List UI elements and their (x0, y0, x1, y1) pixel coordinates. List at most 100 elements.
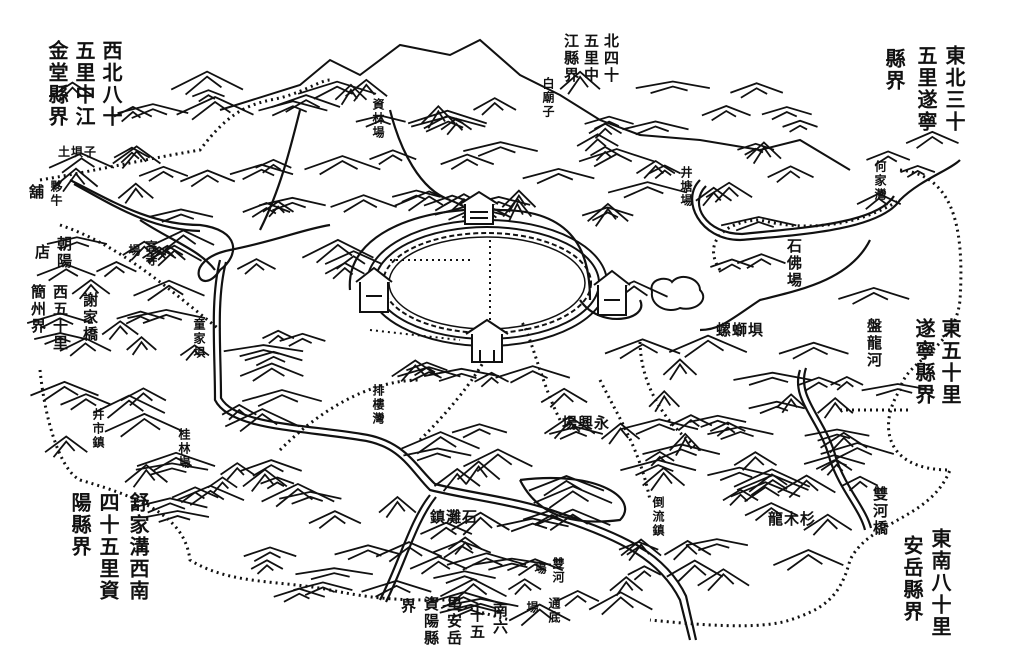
river-island (519, 476, 627, 523)
mountain-mark (838, 286, 910, 305)
mountain-mark (856, 192, 902, 210)
mountain-mark (262, 329, 295, 344)
mountain-mark (803, 513, 853, 536)
mountain-mark (391, 359, 440, 383)
place-guilinchang: 桂林場 (177, 428, 191, 470)
gate-east (593, 269, 631, 316)
mountain-mark (463, 448, 533, 473)
mountain-mark (733, 468, 811, 493)
place-yongxingchang: 場興永 (562, 414, 611, 432)
gate-south (465, 318, 509, 363)
mountain-mark (556, 589, 600, 607)
mountain-mark (59, 337, 112, 357)
place-tujizi: 土埧子 (58, 145, 98, 159)
border-label-northeast-2: 五里遂寧 (914, 45, 938, 133)
mountain-mark (138, 165, 189, 182)
mountain-mark (642, 466, 686, 492)
border-label-northwest-1: 西北八十 (99, 40, 123, 128)
mountain-mark (250, 559, 284, 575)
mountain-mark (295, 567, 374, 581)
mountain-mark (355, 114, 406, 128)
mountain-mark (71, 278, 111, 300)
place-luosiji: 螺螄埧 (716, 321, 765, 339)
place-shitanzhen: 鎮灘石 (430, 508, 479, 526)
mountain-mark (463, 141, 538, 157)
gate-north (459, 190, 499, 225)
mountain-mark (179, 344, 210, 362)
place-shuanghe: 雙河 (551, 557, 565, 585)
mountain-mark (669, 414, 713, 432)
mountain-mark (777, 474, 836, 499)
mountain-mark (588, 591, 653, 616)
place-hejiawan: 何家灣 (873, 160, 887, 202)
border-label-northwest-2: 五里中江 (72, 40, 96, 128)
mountain-mark (33, 332, 87, 345)
mountain-mark (236, 258, 276, 275)
mountain-mark (767, 165, 814, 184)
mountain-mark (746, 141, 782, 165)
river-north (259, 109, 451, 231)
mountain-mark (707, 466, 772, 482)
border-label-southeast-1: 東南八十里 (928, 528, 952, 638)
mountain-mark (730, 82, 784, 99)
mountain-mark (44, 435, 88, 458)
mountain-mark (644, 450, 675, 467)
mountain-mark (576, 133, 619, 152)
place-tongdi-chang: 場 (525, 601, 539, 615)
river-main (212, 259, 692, 641)
mountain-mark (96, 261, 137, 278)
mountain-mark (451, 423, 508, 439)
mountain-mark (600, 422, 641, 445)
mountain-mark (830, 375, 864, 391)
internal-roads (369, 240, 491, 341)
place-chaoyang: 朝陽 (55, 236, 73, 270)
river-ne (691, 159, 961, 242)
place-tongjiaji: 童家埧 (192, 318, 206, 360)
border-label-northeast-1: 東北三十 (942, 45, 966, 133)
river-sw (379, 494, 437, 603)
place-baimiaozi: 白廟子 (541, 77, 555, 119)
mountain-mark (533, 485, 613, 509)
mountain-mark (522, 167, 595, 185)
place-niuhuopu-a: 夥牛 (49, 180, 63, 208)
river-west (69, 179, 331, 283)
main-ridge (219, 38, 851, 171)
mountain-mark (220, 462, 255, 481)
place-gaosi-chang: 場 (127, 244, 141, 258)
mountain-mark (378, 495, 417, 519)
mountain-mark (782, 119, 818, 133)
mountain-mark (117, 103, 189, 119)
mountain-mark (345, 78, 388, 102)
mountain-mark (447, 536, 483, 556)
mountain-mark (258, 100, 328, 117)
place-shifochang: 石佛場 (785, 238, 803, 289)
mountain-mark (260, 476, 295, 490)
border-label-west-2: 簡州界 (29, 284, 47, 335)
border-label-south-5: 界 (399, 598, 417, 615)
mountain-mark (635, 159, 676, 179)
mountain-mark (334, 83, 368, 106)
mountain-mark (710, 258, 754, 273)
mountain-mark (778, 341, 849, 360)
border-label-south-1: 南六 (491, 602, 509, 636)
mountain-mark (421, 104, 456, 129)
mountain-mark (104, 412, 185, 438)
mountain-mark (440, 153, 495, 171)
mountain-mark (473, 97, 517, 116)
border-label-west-1: 西五十里 (51, 284, 69, 352)
mountain-mark (495, 365, 571, 384)
mountain-mark (474, 371, 509, 388)
mountain-mark (334, 544, 402, 561)
mountain-mark (369, 149, 417, 166)
county-boundary (38, 78, 963, 628)
mountain-mark (472, 557, 552, 571)
mountain-mark (176, 484, 245, 506)
mountain-mark (391, 189, 441, 203)
border-label-southwest-2: 四十五里資 (96, 492, 120, 602)
mountain-mark (695, 186, 733, 207)
gate-west (355, 266, 393, 313)
cloud-pond (650, 275, 705, 311)
border-label-south-3: 里安岳 (445, 596, 463, 647)
